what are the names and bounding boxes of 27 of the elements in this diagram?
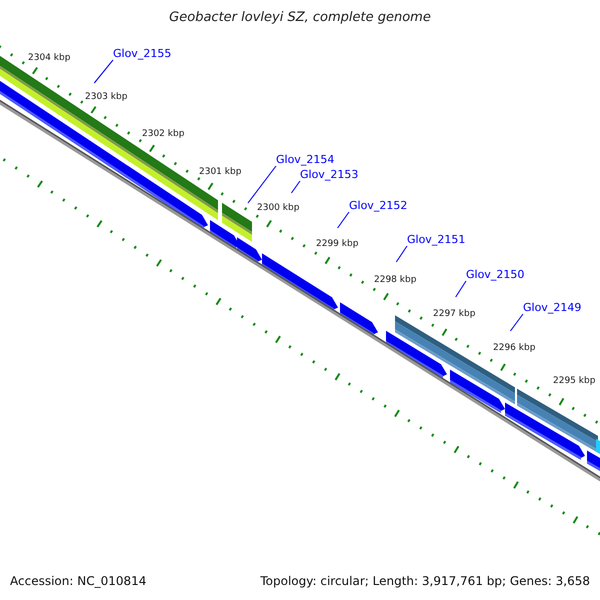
- scale-label: 2296 kbp: [493, 343, 536, 353]
- scale-label: 2301 kbp: [199, 167, 242, 177]
- leader-line: [455, 280, 466, 298]
- scale-label: 2298 kbp: [374, 275, 416, 285]
- chart-title: Geobacter lovleyi SZ, complete genome: [168, 10, 432, 26]
- gene-label: Glov_2150: [466, 268, 524, 281]
- leader-line: [396, 246, 408, 262]
- gene-label: Glov_2151: [407, 233, 466, 246]
- leader-line: [248, 166, 276, 204]
- leader-line: [510, 314, 524, 332]
- gene-label: Glov_2152: [349, 199, 408, 212]
- scale-label: 2299 kbp: [316, 239, 358, 249]
- scale-label: 2303 kbp: [85, 92, 128, 102]
- scale-label: 2295 kbp: [553, 376, 596, 386]
- scale-label: 2304 kbp: [28, 53, 70, 63]
- gene-label: Glov_2153: [300, 168, 358, 181]
- leader-line: [337, 212, 350, 228]
- gene-label: Glov_2149: [523, 301, 582, 314]
- genome-stats-text: Topology: circular; Length: 3,917,761 bp; Genes: 3,658: [260, 574, 590, 588]
- scale-label: 2302 kbp: [142, 129, 184, 139]
- scale-label: 2300 kbp: [257, 203, 300, 213]
- leader-line: [94, 60, 114, 84]
- leader-line: [290, 180, 300, 194]
- gene-label: Glov_2155: [113, 47, 172, 60]
- scale-label: 2297 kbp: [433, 309, 476, 319]
- accession-text: Accession: NC_010814: [10, 574, 146, 588]
- gene-label: Glov_2154: [276, 153, 334, 166]
